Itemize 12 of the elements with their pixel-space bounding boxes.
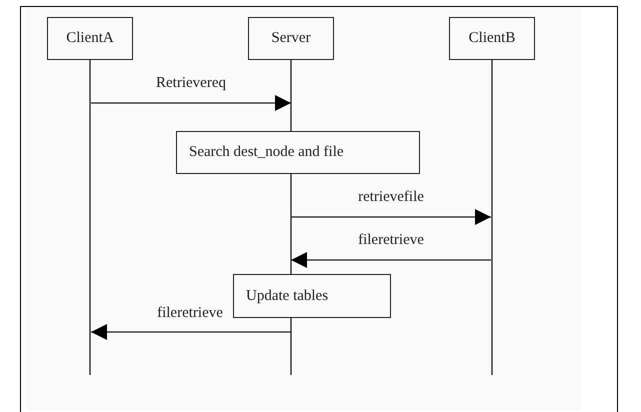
participant-box: Server bbox=[248, 17, 334, 60]
node-label: Update tables bbox=[246, 288, 328, 304]
edge-label: Retrievereq bbox=[156, 74, 226, 92]
message-arrow bbox=[291, 209, 491, 225]
action-box bbox=[233, 274, 391, 318]
action-box bbox=[176, 131, 420, 174]
participant-box: ClientB bbox=[449, 17, 535, 60]
node-label: Search dest_node and file bbox=[189, 144, 344, 161]
message-arrow bbox=[291, 252, 491, 268]
message-arrow bbox=[91, 95, 291, 111]
message-arrow bbox=[91, 324, 291, 340]
participant-box: ClientA bbox=[47, 17, 133, 60]
